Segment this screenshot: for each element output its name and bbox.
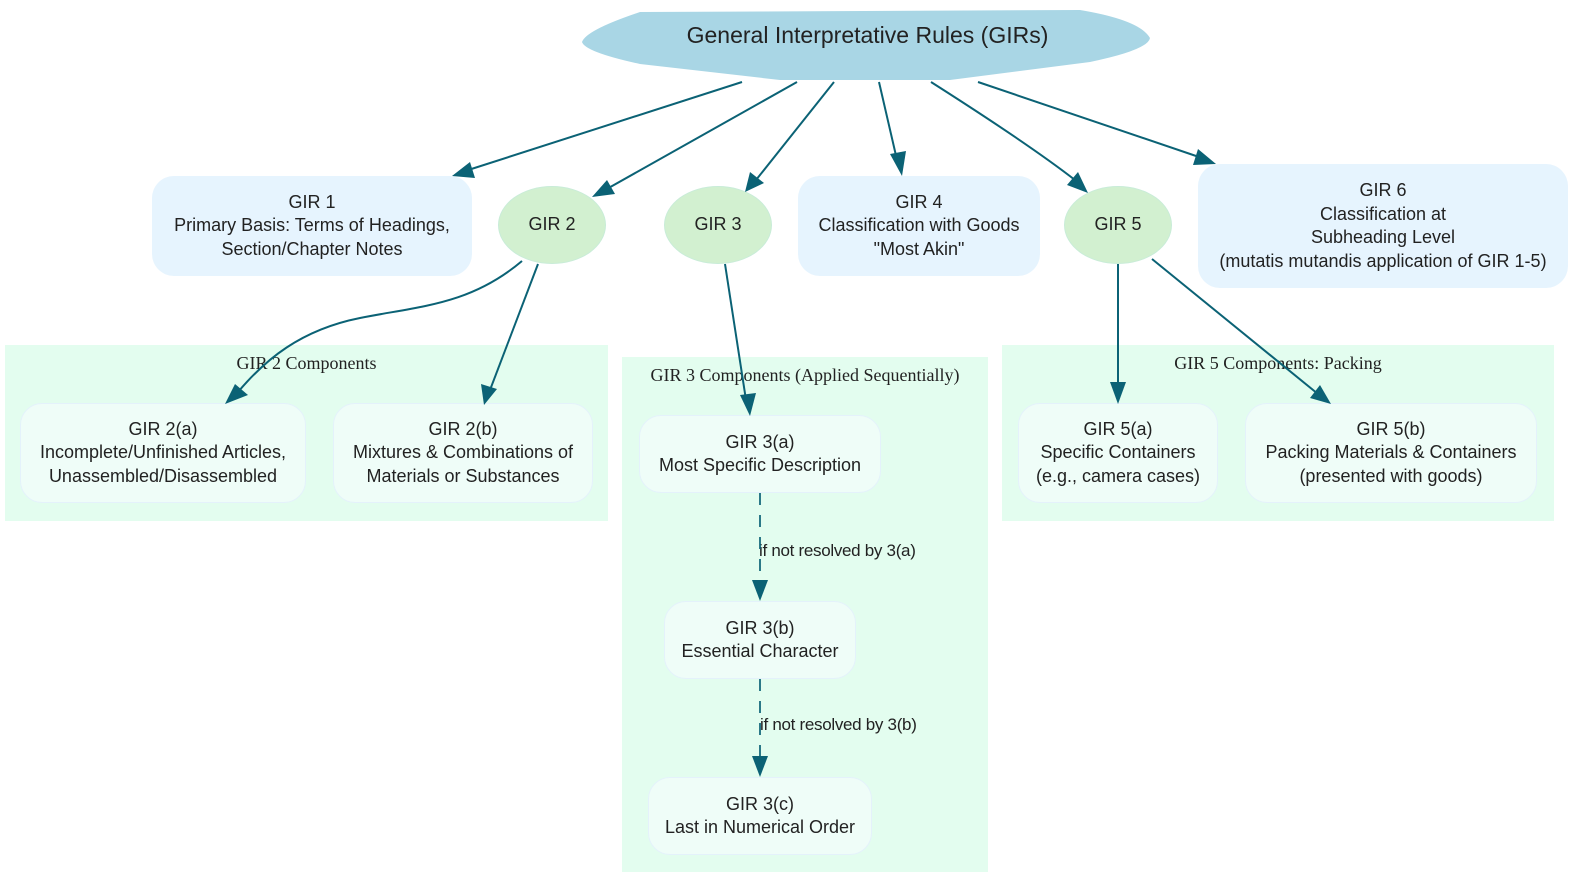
edge-root-gir1: [452, 81, 743, 178]
arrowhead-gir3a: [740, 393, 756, 416]
node-gir3a-line-2: Most Specific Description: [658, 455, 862, 475]
edge-label-3b-3c: if not resolved by 3(b): [760, 715, 917, 734]
node-gir5b[interactable]: GIR 5(b) Packing Materials & Containers …: [1245, 403, 1537, 503]
node-gir4[interactable]: GIR 4 Classification with Goods "Most Ak…: [798, 176, 1040, 276]
edge-gir5-gir5b: [1151, 258, 1331, 404]
cluster-label-gir5: GIR 5 Components: Packing: [1174, 353, 1382, 373]
node-gir1-line-2: Primary Basis: Terms of Headings,: [174, 215, 450, 236]
root-node-shape: [582, 10, 1150, 80]
node-gir6-line-4: (mutatis mutandis application of GIR 1-5…: [1219, 250, 1547, 271]
arrowhead-gir2a: [225, 384, 248, 404]
node-gir2b-line-3: Materials or Substances: [366, 465, 560, 486]
node-gir6-line-3: Subheading Level: [1310, 227, 1456, 247]
node-gir5a-line-2: Specific Containers: [1040, 442, 1196, 463]
edge-gir2-gir2b: [481, 263, 539, 405]
edge-root-gir4: [878, 81, 906, 176]
node-gir5b-line-1: GIR 5(b): [1356, 418, 1426, 439]
node-gir5a-line-1: GIR 5(a): [1083, 418, 1153, 439]
node-gir2b[interactable]: GIR 2(b) Mixtures & Combinations of Mate…: [333, 403, 593, 503]
edge-root-gir3: [745, 81, 835, 192]
node-gir1-line-3: Section/Chapter Notes: [221, 238, 403, 259]
node-gir3c-line-1: GIR 3(c): [725, 793, 794, 814]
node-gir5b-line-2: Packing Materials & Containers: [1265, 442, 1517, 463]
root-node-title[interactable]: General Interpretative Rules (GIRs): [686, 22, 1049, 48]
node-gir2b-line-1: GIR 2(b): [428, 418, 498, 439]
node-gir5b-line-3: (presented with goods): [1299, 465, 1483, 486]
edge-gir3b-gir3c: [752, 679, 768, 777]
node-gir6-line-2: Classification at: [1319, 203, 1447, 224]
arrowhead-gir1: [452, 162, 475, 178]
arrowhead-gir2: [592, 180, 615, 197]
arrowhead-gir4: [890, 151, 906, 176]
node-gir3b-line-2: Essential Character: [681, 641, 839, 661]
cluster-label-gir3: GIR 3 Components (Applied Sequentially): [650, 365, 960, 385]
node-gir4-line-3: "Most Akin": [873, 238, 965, 259]
edge-gir2-gir2a: [225, 260, 523, 404]
node-gir1-line-1: GIR 1: [288, 191, 336, 212]
node-gir2a-line-3: Unassembled/Disassembled: [48, 465, 278, 486]
edge-root-gir5: [930, 81, 1088, 193]
arrowhead-gir6: [1193, 149, 1216, 165]
node-gir6-line-1: GIR 6: [1359, 180, 1407, 200]
node-gir3c[interactable]: GIR 3(c) Last in Numerical Order: [648, 777, 872, 855]
node-gir5[interactable]: GIR 5: [1064, 186, 1172, 264]
node-gir2-label: GIR 2: [528, 214, 576, 235]
node-gir3-label: GIR 3: [694, 214, 742, 235]
edge-root-gir2: [592, 81, 798, 197]
arrowhead-gir3b: [752, 580, 768, 601]
node-gir5a[interactable]: GIR 5(a) Specific Containers (e.g., came…: [1018, 403, 1218, 503]
node-gir2a-line-1: GIR 2(a): [128, 418, 198, 439]
arrowhead-gir2b: [481, 384, 497, 405]
edge-gir5-gir5a: [1110, 264, 1126, 404]
node-gir3b[interactable]: GIR 3(b) Essential Character: [664, 601, 856, 679]
node-gir1[interactable]: GIR 1 Primary Basis: Terms of Headings, …: [152, 176, 472, 276]
node-gir2a[interactable]: GIR 2(a) Incomplete/Unfinished Articles,…: [20, 403, 306, 503]
node-gir3a[interactable]: GIR 3(a) Most Specific Description: [639, 415, 881, 493]
edge-label-3a-3b: if not resolved by 3(a): [759, 541, 916, 560]
arrowhead-gir5a: [1110, 382, 1126, 404]
node-gir3b-line-1: GIR 3(b): [725, 617, 795, 638]
arrowhead-gir5b: [1310, 385, 1331, 404]
node-gir6[interactable]: GIR 6 Classification at Subheading Level…: [1198, 164, 1568, 288]
node-gir5a-line-3: (e.g., camera cases): [1035, 465, 1201, 486]
node-gir2b-line-2: Mixtures & Combinations of: [352, 442, 574, 463]
node-gir4-line-2: Classification with Goods: [818, 215, 1020, 236]
arrowhead-gir3: [745, 172, 764, 192]
node-gir3c-line-2: Last in Numerical Order: [664, 817, 856, 837]
node-gir3a-line-1: GIR 3(a): [725, 431, 795, 452]
edge-gir3-gir3a: [724, 263, 756, 416]
node-gir4-line-1: GIR 4: [895, 191, 943, 212]
edge-gir3a-gir3b: [752, 493, 768, 601]
node-gir3[interactable]: GIR 3: [664, 186, 772, 264]
edge-root-gir6: [977, 81, 1216, 165]
arrowhead-gir5: [1067, 172, 1088, 193]
node-gir2[interactable]: GIR 2: [498, 186, 606, 264]
arrowhead-gir3c: [752, 756, 768, 777]
node-gir5-label: GIR 5: [1094, 214, 1142, 235]
node-gir2a-line-2: Incomplete/Unfinished Articles,: [39, 442, 287, 463]
